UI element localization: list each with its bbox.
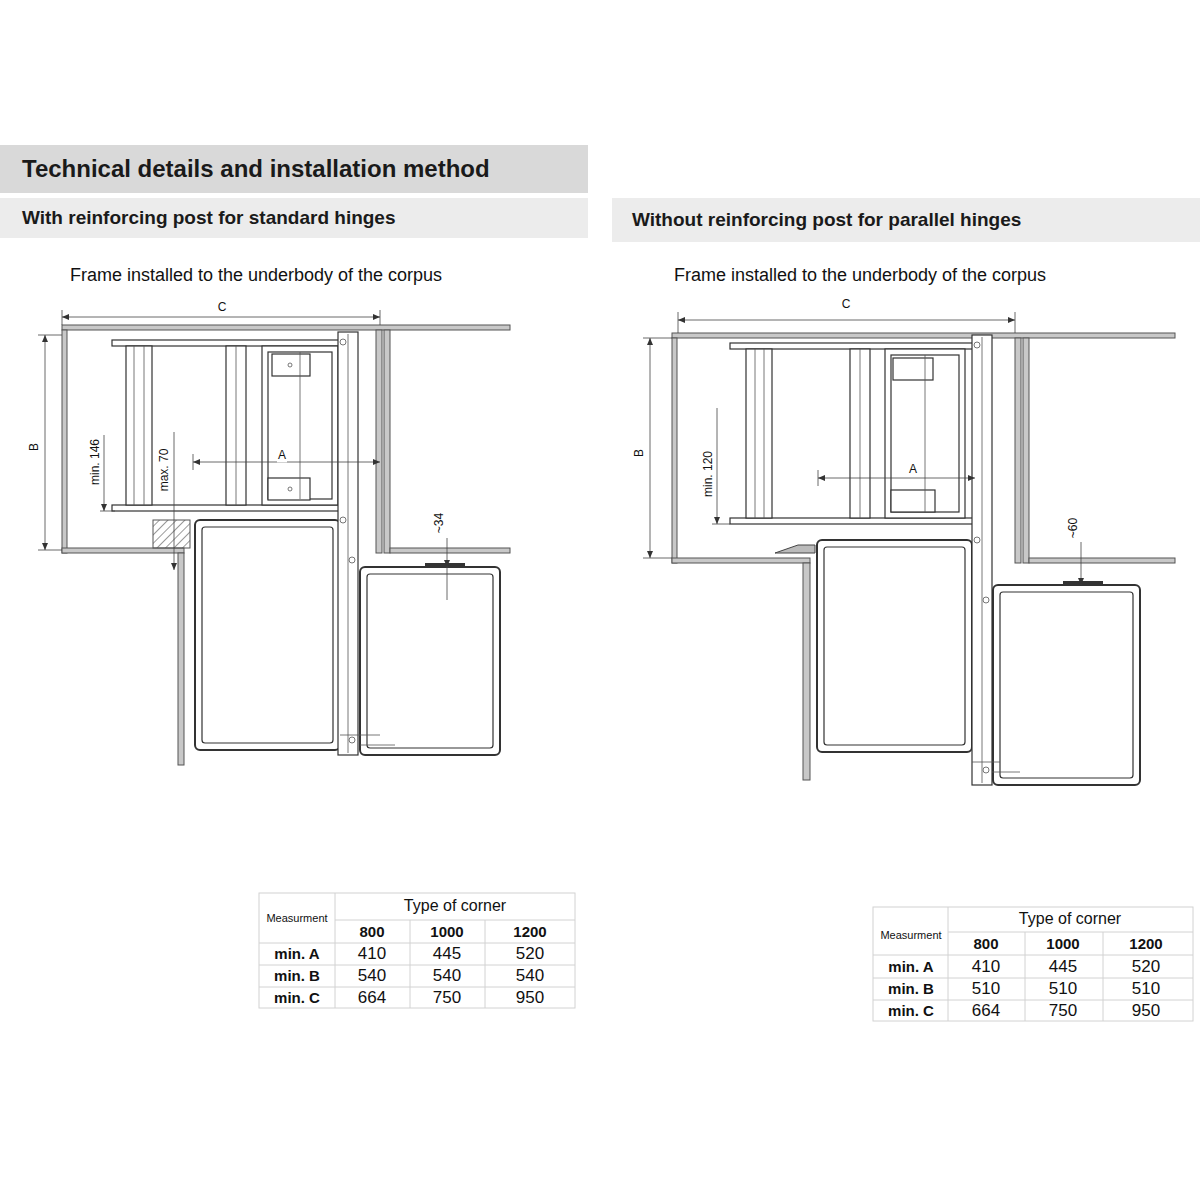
table-grid [259,893,1193,1021]
dimension-value: ~60 [1067,517,1080,539]
section-heading-band: Without reinforcing post for parallel hi… [612,198,1200,242]
row-header: min. B [888,981,934,998]
caption: Frame installed to the underbody of the … [70,266,442,286]
row-header: min. B [274,968,320,985]
table-cell: 520 [1132,958,1160,977]
dimension-letter: A [277,449,287,462]
column-header: 800 [973,936,998,953]
row-header: min. C [274,990,320,1007]
table-cell: 950 [516,989,544,1008]
table-header: Measurment [266,912,327,924]
table-cell: 750 [1049,1002,1077,1021]
basket-handle [425,563,465,567]
heading-text: With reinforcing post for standard hinge… [22,207,396,229]
dimension-value: ~34 [433,512,446,534]
column-header: 1000 [1046,936,1079,953]
dimension-letter: C [217,301,228,314]
table-cell: 950 [1132,1002,1160,1021]
table-cell: 445 [433,945,461,964]
section-heading-band: With reinforcing post for standard hinge… [0,198,588,238]
table-cell: 540 [358,967,386,986]
table-cell: 540 [433,967,461,986]
dimension-lines [643,312,1081,585]
dimension-lines [38,310,447,600]
row-header: min. A [274,946,319,963]
table-cell: 510 [972,980,1000,999]
dimension-letter: A [908,463,918,476]
row-header: min. A [888,959,933,976]
row-header: min. C [888,1003,934,1020]
dimension-value: max. 70 [158,448,171,493]
column-header: 1200 [513,924,546,941]
table-cell: 410 [358,945,386,964]
table-header: Measurment [880,929,941,941]
dimension-value: min. 120 [702,450,715,498]
column-header: 1000 [430,924,463,941]
caption: Frame installed to the underbody of the … [674,266,1046,286]
table-cell: 750 [433,989,461,1008]
dimension-letter: B [633,448,646,458]
corner-mechanism [730,335,1140,785]
column-header: 800 [359,924,384,941]
column-header: 1200 [1129,936,1162,953]
parallel-hinge [775,545,815,553]
table-cell: 510 [1049,980,1077,999]
cabinet-panels [672,333,1175,780]
table-cell: 510 [1132,980,1160,999]
table-cell: 410 [972,958,1000,977]
table-cell: 445 [1049,958,1077,977]
table-cell: 664 [358,989,386,1008]
dimension-letter: C [841,298,852,311]
dimension-value: min. 146 [89,438,102,486]
table-header: Type of corner [404,897,506,915]
table-cell: 520 [516,945,544,964]
cabinet-panels [62,325,510,765]
mechanism-details [134,334,395,753]
heading-text: Technical details and installation metho… [22,155,490,183]
table-header: Type of corner [1019,910,1121,928]
basket-handle [1063,581,1103,585]
mechanism-details [755,337,1020,783]
heading-text: Without reinforcing post for parallel hi… [632,209,1021,231]
title-band: Technical details and installation metho… [0,145,588,193]
corner-mechanism [112,332,500,755]
table-cell: 540 [516,967,544,986]
reinforcing-block [153,520,190,548]
table-cell: 664 [972,1002,1000,1021]
dimension-letter: B [28,442,41,452]
